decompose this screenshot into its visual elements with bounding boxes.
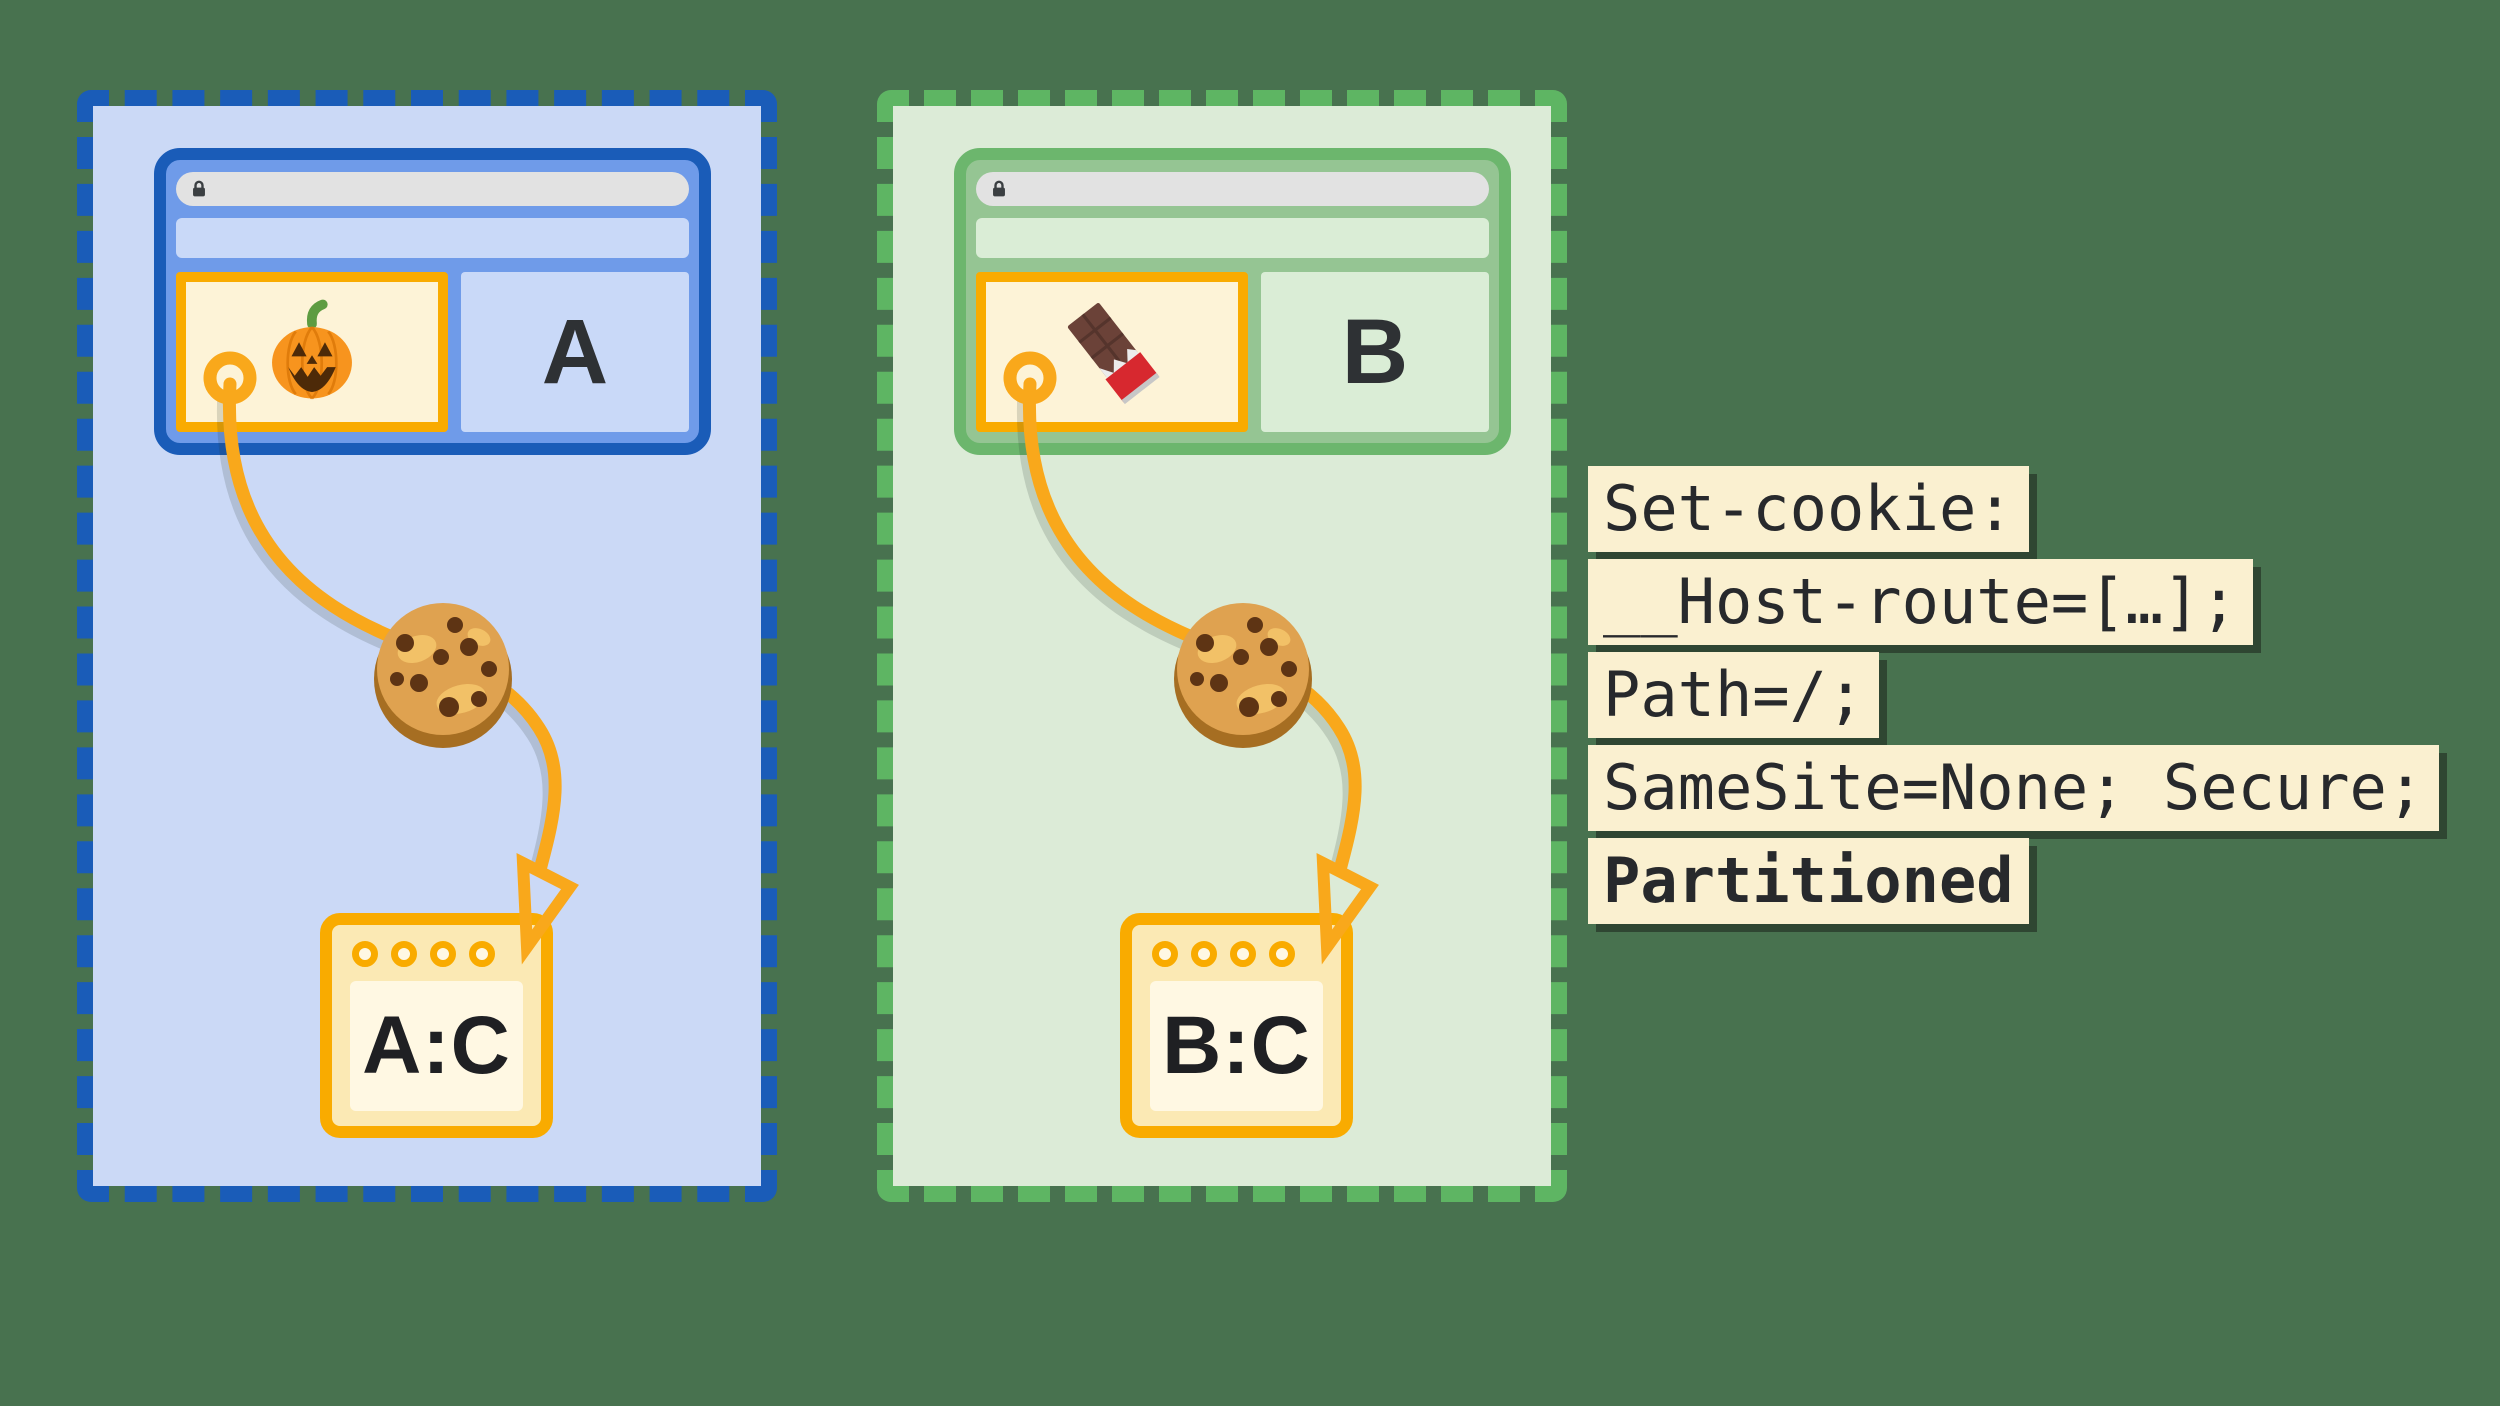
- browser-window-a: A: [154, 148, 711, 455]
- chocolate-icon: [1067, 302, 1160, 404]
- site-a-letter: A: [541, 300, 609, 403]
- url-bar: [976, 172, 1489, 206]
- site-a-label-cell: A: [461, 272, 689, 432]
- storage-dots: [1132, 925, 1341, 967]
- storage-dot: [1191, 941, 1217, 967]
- storage-dot: [430, 941, 456, 967]
- partition-storage-a: A:C: [320, 913, 553, 1138]
- code-line-samesite: SameSite=None; Secure;: [1588, 745, 2440, 831]
- cookie-icon: [374, 603, 512, 748]
- browser-window-b: B: [954, 148, 1511, 455]
- site-b-letter: B: [1341, 300, 1409, 403]
- site-b-partition-panel: B B:C: [877, 90, 1567, 1202]
- storage-dot: [1269, 941, 1295, 967]
- set-cookie-code-block: Set-cookie: __Host-route=[…]; Path=/; Sa…: [1588, 466, 2440, 924]
- toolbar-bar: [976, 218, 1489, 258]
- storage-dots: [332, 925, 541, 967]
- url-bar: [176, 172, 689, 206]
- cookie-icon: [1174, 603, 1312, 748]
- lock-icon: [993, 180, 1005, 197]
- storage-dot: [1230, 941, 1256, 967]
- browser-content-row: A: [176, 272, 689, 432]
- partition-storage-b: B:C: [1120, 913, 1353, 1138]
- storage-dot: [391, 941, 417, 967]
- browser-content-row: B: [976, 272, 1489, 432]
- storage-dot: [469, 941, 495, 967]
- storage-label-a: A:C: [350, 981, 523, 1111]
- embedded-iframe-a: [176, 272, 448, 432]
- site-b-label-cell: B: [1261, 272, 1489, 432]
- storage-dot: [352, 941, 378, 967]
- storage-label-b: B:C: [1150, 981, 1323, 1111]
- code-line-host-route: __Host-route=[…];: [1588, 559, 2253, 645]
- lock-icon: [193, 180, 205, 197]
- pumpkin-icon: [272, 299, 352, 400]
- code-line-set-cookie: Set-cookie:: [1588, 466, 2029, 552]
- embedded-iframe-b: [976, 272, 1248, 432]
- code-line-path: Path=/;: [1588, 652, 1880, 738]
- site-a-partition-panel: A A:C: [77, 90, 777, 1202]
- code-line-partitioned: Partitioned: [1588, 838, 2029, 924]
- storage-dot: [1152, 941, 1178, 967]
- toolbar-bar: [176, 218, 689, 258]
